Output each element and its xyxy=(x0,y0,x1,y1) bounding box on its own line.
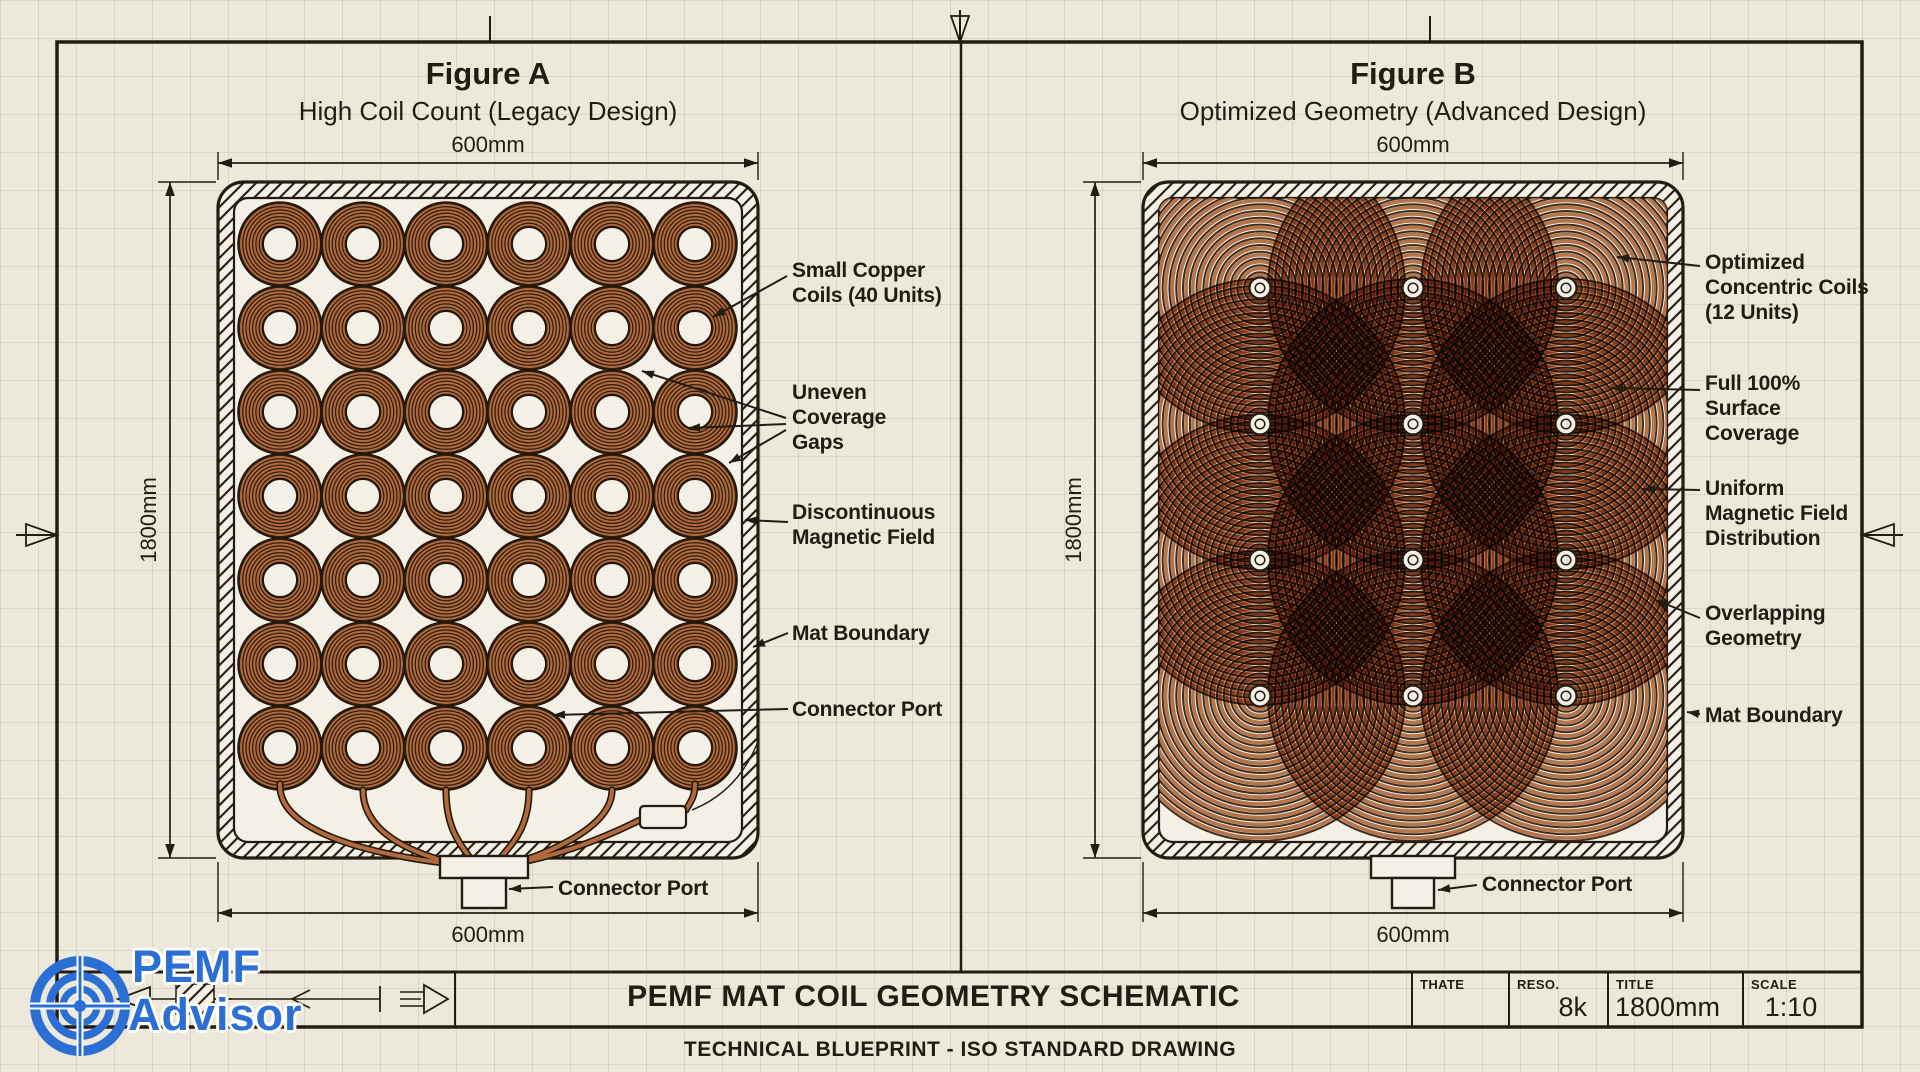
title-block-field-thate-label: THATE xyxy=(1420,977,1465,992)
figure-a-dim-top: 600mm xyxy=(451,132,525,157)
copper-coil xyxy=(486,537,572,623)
copper-coil xyxy=(486,621,572,707)
copper-coil xyxy=(320,453,406,539)
copper-coil xyxy=(237,621,323,707)
connector-port-a-stem xyxy=(460,876,508,910)
copper-coil xyxy=(652,453,738,539)
copper-coil xyxy=(403,621,489,707)
copper-coil xyxy=(403,285,489,371)
wire-terminal-tab xyxy=(638,804,688,830)
copper-coil xyxy=(569,705,655,791)
copper-coil xyxy=(320,369,406,455)
copper-coil xyxy=(320,705,406,791)
copper-coil xyxy=(569,621,655,707)
copper-coil xyxy=(237,537,323,623)
copper-coil xyxy=(237,453,323,539)
copper-coil xyxy=(237,201,323,287)
annotation-optimized-coils: Optimized Concentric Coils (12 Units) xyxy=(1705,251,1869,324)
copper-coil xyxy=(237,705,323,791)
title-block-main-title: PEMF MAT COIL GEOMETRY SCHEMATIC xyxy=(627,980,1240,1013)
figure-a-wires xyxy=(276,743,758,910)
copper-coil xyxy=(320,285,406,371)
title-block-field-title-label: TITLE xyxy=(1616,977,1655,992)
copper-coil xyxy=(569,201,655,287)
copper-coil xyxy=(403,201,489,287)
title-block-field-reso-label: RESO. xyxy=(1517,977,1560,992)
figure-a-subtitle: High Coil Count (Legacy Design) xyxy=(298,96,678,126)
copper-coil xyxy=(569,453,655,539)
figure-a-dim-bottom: 600mm xyxy=(451,922,525,947)
copper-coil xyxy=(652,285,738,371)
copper-coil xyxy=(569,537,655,623)
copper-coil xyxy=(237,285,323,371)
annotation-leaders xyxy=(508,254,1701,893)
dimensions xyxy=(158,152,1684,922)
copper-coil xyxy=(320,201,406,287)
copper-coil xyxy=(237,369,323,455)
copper-coil xyxy=(486,285,572,371)
logo-text-line1: PEMF xyxy=(132,941,262,992)
annotation-small-copper-coils: Small Copper Coils (40 Units) xyxy=(792,259,942,307)
figure-b-coils xyxy=(1159,198,1667,842)
copper-coil xyxy=(652,621,738,707)
figure-a-coils xyxy=(237,201,738,791)
copper-coil xyxy=(403,705,489,791)
annotation-connector-port-a-bottom: Connector Port xyxy=(558,877,709,900)
copper-coil xyxy=(486,705,572,791)
title-block-field-reso-value: 8k xyxy=(1558,992,1587,1022)
annotation-overlapping-geometry: Overlapping Geometry xyxy=(1705,602,1826,650)
figure-b-dim-left: 1800mm xyxy=(1061,477,1086,563)
annotation-connector-port-b-bottom: Connector Port xyxy=(1482,873,1633,896)
logo-text-line2: Advisor xyxy=(128,989,303,1040)
copper-coil xyxy=(652,705,738,791)
annotation-connector-port-a: Connector Port xyxy=(792,698,943,721)
figure-b-dim-bottom: 600mm xyxy=(1376,922,1450,947)
figure-b-dim-top: 600mm xyxy=(1376,132,1450,157)
copper-coil xyxy=(320,537,406,623)
copper-coil xyxy=(486,201,572,287)
copper-coil xyxy=(652,369,738,455)
title-block-field-scale-label: SCALE xyxy=(1751,977,1798,992)
copper-coil xyxy=(652,537,738,623)
annotation-discontinuous-field: Discontinuous Magnetic Field xyxy=(792,501,936,549)
copper-coil xyxy=(652,201,738,287)
annotation-mat-boundary-b: Mat Boundary xyxy=(1705,704,1843,727)
copper-coil xyxy=(569,369,655,455)
figure-b-title: Figure B xyxy=(1350,56,1476,91)
annotation-uniform-field: Uniform Magnetic Field Distribution xyxy=(1705,477,1849,550)
pemf-advisor-logo-icon xyxy=(26,942,146,1066)
figure-b-subtitle: Optimized Geometry (Advanced Design) xyxy=(1179,96,1647,126)
connector-port-b-plate xyxy=(1369,854,1457,880)
figure-a-title: Figure A xyxy=(425,56,551,91)
annotation-mat-boundary-a: Mat Boundary xyxy=(792,622,930,645)
concentric-coil xyxy=(1420,550,1667,842)
title-block xyxy=(57,970,1862,1027)
copper-coil xyxy=(569,285,655,371)
copper-coil xyxy=(486,453,572,539)
copper-coil xyxy=(486,369,572,455)
annotation-uneven-coverage-gaps: Uneven Coverage Gaps xyxy=(792,381,887,454)
copper-coil xyxy=(320,621,406,707)
footer-note: TECHNICAL BLUEPRINT - ISO STANDARD DRAWI… xyxy=(683,1038,1237,1061)
figure-a-dim-left: 1800mm xyxy=(136,477,161,563)
copper-coil xyxy=(403,537,489,623)
title-block-field-title-value: 1800mm xyxy=(1614,992,1720,1022)
title-block-field-scale-value: 1:10 xyxy=(1764,992,1818,1022)
copper-coil xyxy=(403,453,489,539)
annotation-full-coverage: Full 100% Surface Coverage xyxy=(1705,372,1801,445)
connector-port-b-stem xyxy=(1390,876,1436,910)
copper-coil xyxy=(403,369,489,455)
connector-port-a-plate xyxy=(438,854,530,880)
